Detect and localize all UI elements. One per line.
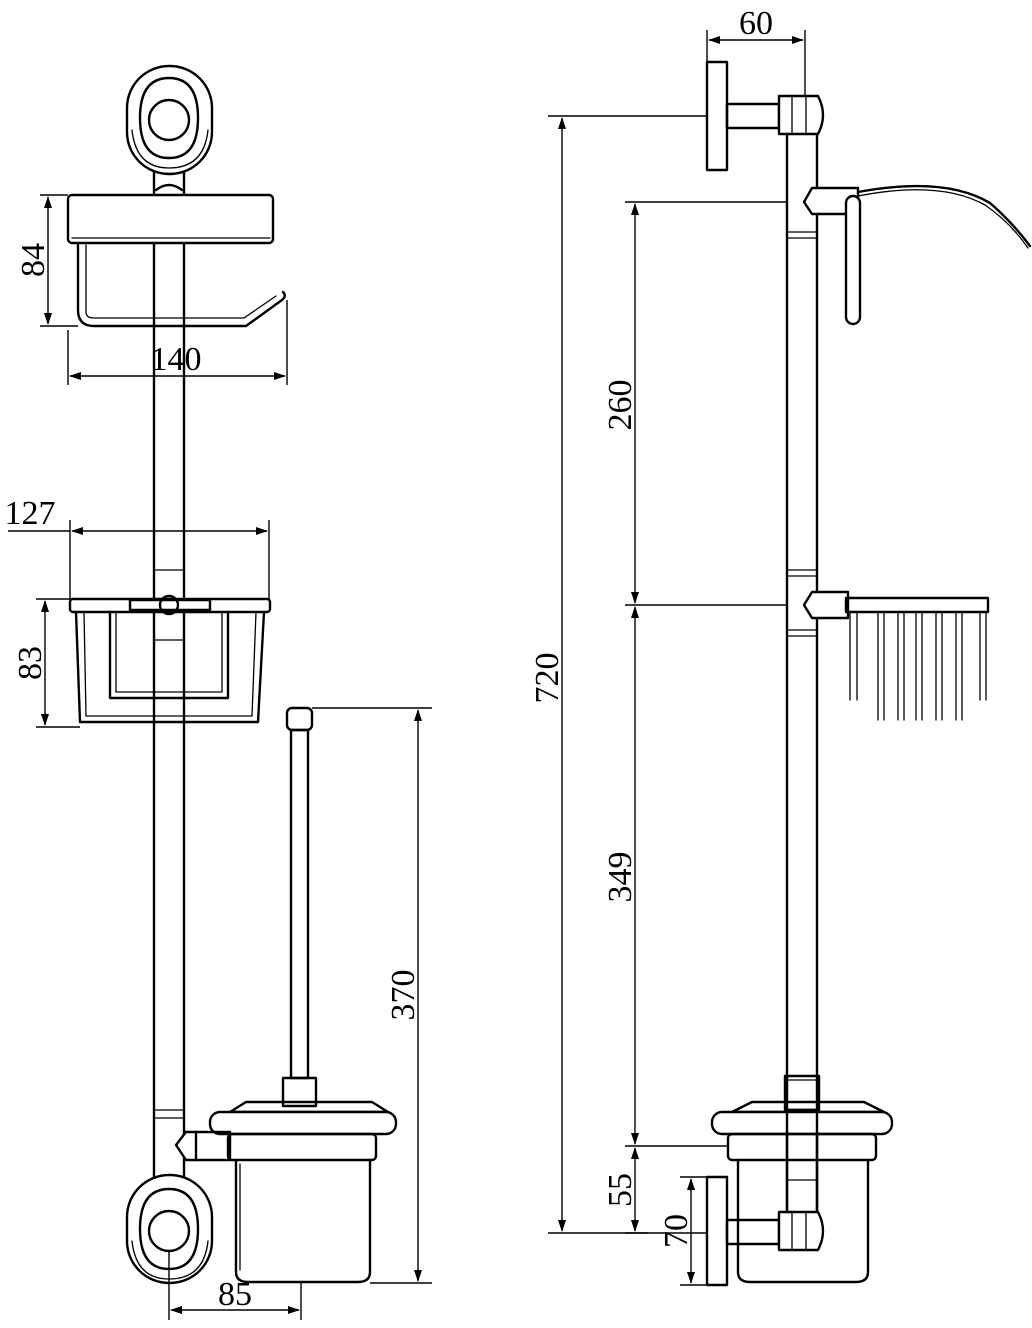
dim-370: 370: [312, 707, 432, 1284]
dim-85-label: 85: [218, 1276, 252, 1313]
side-basket: [802, 590, 990, 721]
front-brush-holder: [174, 706, 398, 1284]
dim-84: 84: [15, 194, 78, 327]
dim-127: 127: [5, 495, 270, 600]
dim-55-label: 55: [602, 1173, 639, 1207]
dim-83-label: 83: [12, 646, 49, 680]
front-view: 84 140 127 83 370: [5, 64, 432, 1320]
dim-370-label: 370: [385, 970, 422, 1021]
dim-70-label: 70: [658, 1214, 695, 1248]
side-paper-holder: [802, 184, 1032, 326]
front-paper-holder: [66, 193, 286, 328]
dim-260: 260: [602, 201, 787, 606]
dim-70: 70: [658, 1176, 707, 1286]
dim-83: 83: [12, 598, 80, 728]
dim-720-label: 720: [529, 653, 566, 704]
front-bottom-wall-mount: [125, 1173, 214, 1285]
side-brush-holder: [710, 1074, 894, 1284]
dim-720: 720: [529, 115, 707, 1234]
front-basket: [68, 594, 272, 724]
dim-140: 140: [67, 300, 288, 385]
dim-127-label: 127: [5, 495, 56, 532]
side-bottom-wall-bracket: [705, 1175, 825, 1287]
dim-55: 55: [602, 1147, 648, 1234]
dim-60-label: 60: [739, 5, 773, 42]
dim-85: 85: [168, 1252, 302, 1320]
side-rail: [785, 128, 819, 1232]
dim-349: 349: [602, 606, 728, 1147]
front-top-wall-mount: [125, 64, 214, 192]
dim-84-label: 84: [15, 243, 52, 277]
side-view: 60 720 260 349 55: [529, 5, 1032, 1287]
front-rail: [152, 148, 186, 1192]
side-top-wall-bracket: [705, 60, 825, 172]
dim-260-label: 260: [602, 380, 639, 431]
dim-60: 60: [706, 5, 806, 96]
dim-349-label: 349: [602, 852, 639, 903]
dim-140-label: 140: [151, 341, 202, 378]
